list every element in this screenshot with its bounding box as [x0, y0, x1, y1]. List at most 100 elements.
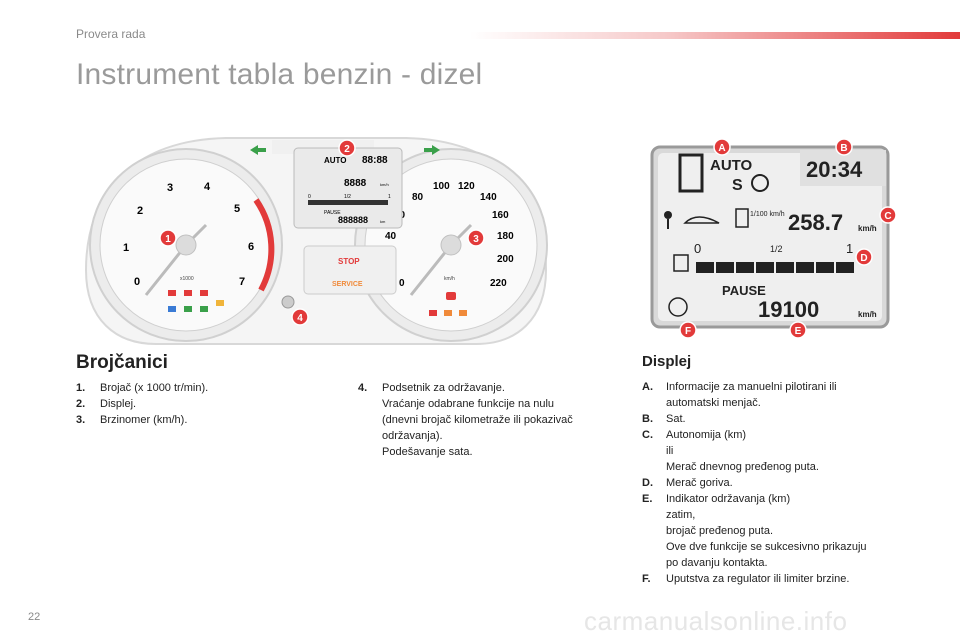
item-text: zatim, [666, 509, 696, 521]
tachometer-ticks: 0 1 2 3 4 5 6 7 [123, 181, 254, 288]
item-text: po davanju kontakta. [666, 557, 768, 569]
speedo-tick: 160 [492, 210, 509, 221]
tacho-tick: 0 [134, 276, 140, 288]
item-text: Merač goriva. [666, 477, 733, 489]
item-text: Vraćanje odabrane funkcije na nulu [382, 398, 555, 410]
fuel-segment [696, 262, 714, 273]
speedo-tick: 80 [412, 192, 424, 203]
list-item: F. Uputstva za regulator ili limiter brz… [642, 571, 912, 587]
center-display-indicator: AUTO [324, 156, 347, 165]
tacho-tick: 7 [239, 276, 245, 288]
speedo-tick: 220 [490, 278, 507, 289]
list-item: C. Autonomija (km) ili Merač dnevnog pre… [642, 427, 912, 475]
item-text: brojač pređenog puta. [666, 525, 774, 537]
fuel-segment [736, 262, 754, 273]
item-letter: F. [642, 573, 651, 585]
tacho-warning-lights [168, 290, 224, 312]
item-text: Sat. [666, 413, 686, 425]
list-item: 1.Brojač (x 1000 tr/min). [76, 380, 336, 396]
display-detail-illustration: AUTO S 20:34 1/100 km/h 258.7 km/h 0 1/2… [650, 138, 897, 339]
callout-f: F [685, 326, 691, 337]
item-text: Brzinomer (km/h). [100, 414, 188, 426]
speedo-tick: 40 [385, 231, 397, 242]
item-text: (dnevni brojač kilometraže ili pokazivač [382, 414, 573, 426]
tacho-tick: 4 [204, 181, 211, 193]
speedo-unit: km/h [444, 276, 455, 282]
header-accent-bar [470, 32, 960, 39]
callout-c: C [884, 211, 891, 222]
item-text: ili [666, 445, 674, 457]
item-number: 4. [358, 382, 368, 394]
speedo-tick: 100 [433, 181, 450, 192]
tachometer: 0 1 2 3 4 5 6 7 x1000 [89, 148, 283, 342]
item-text: automatski menjač. [666, 397, 761, 409]
fuel-segment [716, 262, 734, 273]
center-panel: AUTO 88:88 8888 km/h 0 1/2 1 PAUSE 88888… [250, 140, 440, 309]
item-text: Podsetnik za održavanje. [382, 382, 505, 394]
speedo-tick: 200 [497, 254, 514, 265]
page-title: Instrument tabla benzin - dizel [76, 58, 483, 91]
item-text: Autonomija (km) [666, 429, 747, 441]
instrument-cluster-illustration: 0 1 2 3 4 5 6 7 x1000 0 20 40 [84, 137, 548, 345]
center-display-odometer-unit: km/h [380, 182, 389, 187]
fuel-segment [816, 262, 834, 273]
item-text: održavanja). [382, 430, 443, 442]
callout-1: 1 [165, 234, 171, 245]
reminder-list: 4. Podsetnik za održavanje. Vraćanje oda… [358, 380, 618, 460]
list-item: 2. Displej. [76, 396, 336, 412]
display-odometer-unit: km/h [858, 310, 877, 319]
tacho-tick: 5 [234, 203, 240, 215]
section-header: Provera rada [76, 27, 146, 41]
center-display-pause: PAUSE [324, 210, 341, 216]
list-item: 4. Podsetnik za održavanje. Vraćanje oda… [358, 380, 618, 460]
item-text: Indikator održavanja (km) [666, 493, 791, 505]
display-fuel-mid: 1/2 [770, 244, 783, 254]
page-number: 22 [28, 611, 41, 623]
list-item: B. Sat. [642, 411, 912, 427]
fuel-segment [776, 262, 794, 273]
item-text: Informacije za manuelni pilotirani ili [666, 381, 837, 393]
display-pause: PAUSE [722, 283, 766, 298]
list-item: A. Informacije za manuelni pilotirani il… [642, 379, 912, 411]
center-display-odometer-bottom-unit: km [380, 219, 386, 224]
item-text: Brojač (x 1000 tr/min). [100, 382, 209, 394]
tacho-tick: 2 [137, 205, 143, 217]
callout-a: A [718, 143, 725, 154]
center-display-gauge-left: 0 [308, 194, 311, 200]
fuel-segment [836, 262, 854, 273]
item-text: Displej. [100, 398, 137, 410]
display-gear: S [732, 177, 743, 194]
callout-4: 4 [297, 313, 303, 324]
tacho-tick: 3 [167, 182, 173, 194]
item-text: Uputstva za regulator ili limiter brzine… [666, 573, 850, 585]
display-range-unit: km/h [858, 224, 877, 233]
item-letter: E. [642, 493, 653, 505]
turn-left-icon [250, 145, 266, 155]
item-letter: A. [642, 381, 653, 393]
tacho-tick: 6 [248, 241, 254, 253]
warning-stop: STOP [338, 257, 360, 266]
speedo-tick: 180 [497, 231, 514, 242]
center-display-gauge-mid: 1/2 [344, 194, 351, 200]
speedometer: 0 20 40 60 80 100 120 140 160 180 200 22… [354, 148, 548, 342]
display-indicator: AUTO [710, 157, 753, 174]
item-text: Merač dnevnog pređenog puta. [666, 461, 819, 473]
callout-e: E [795, 326, 802, 337]
callout-b: B [840, 143, 847, 154]
cluster-callouts: 1 2 3 4 [159, 139, 485, 326]
tacho-unit: x1000 [180, 276, 194, 282]
center-display-odometer-bottom: 888888 [338, 215, 368, 225]
list-item: 3. Brzinomer (km/h). [76, 412, 336, 428]
display-trip-unit: 1/100 km/h [750, 211, 785, 218]
display-range-value: 258.7 [788, 210, 843, 235]
center-display-gauge-right: 1 [388, 194, 391, 200]
display-fuel-right: 1 [846, 241, 853, 256]
callout-2: 2 [344, 144, 350, 155]
center-display-odometer-top: 8888 [344, 178, 367, 189]
item-number: 3. [76, 414, 86, 426]
speedo-tick: 140 [480, 192, 497, 203]
display-section-title: Displej [642, 353, 692, 370]
item-number: 2. [76, 398, 86, 410]
callout-d: D [860, 253, 867, 264]
item-letter: B. [642, 413, 653, 425]
